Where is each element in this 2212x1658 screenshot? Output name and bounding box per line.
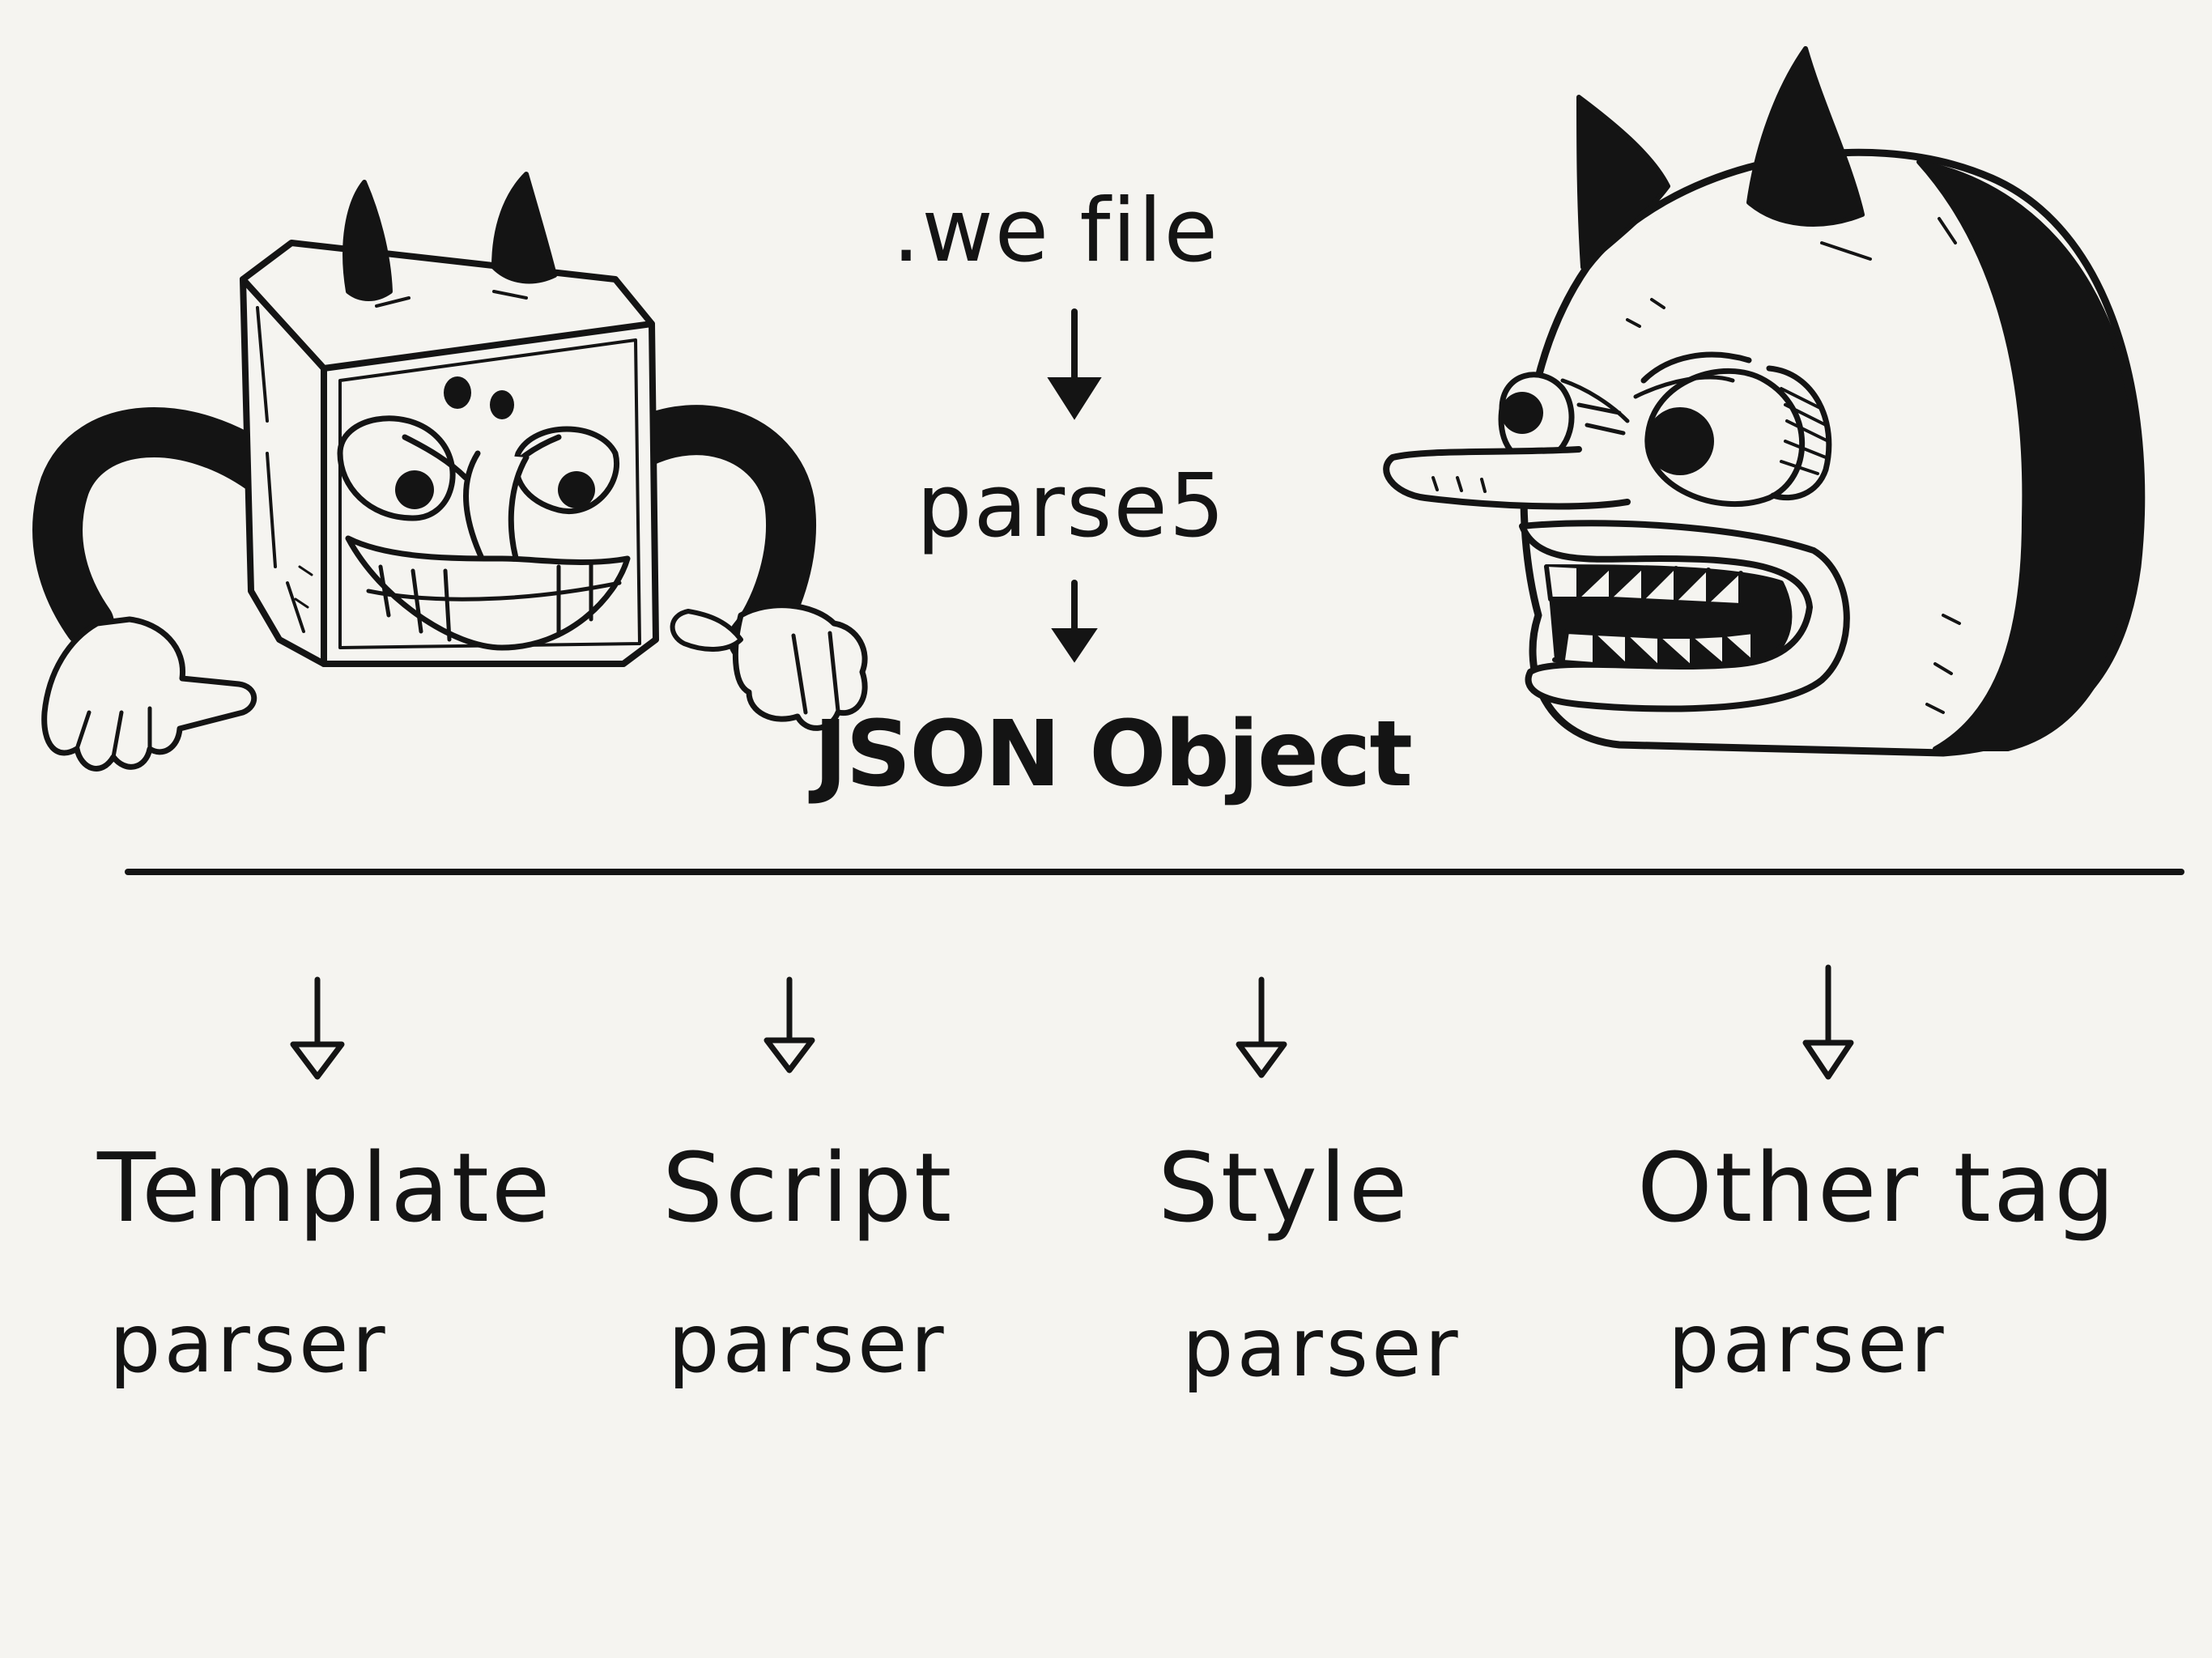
cube-devil-mascot-icon [32,172,868,772]
style-parser-title: Style [1158,1132,1410,1244]
flow-result-label: JSON Object [814,702,1413,807]
style-parser-sub: parser [1182,1300,1461,1395]
arrow-to-script-parser-icon [764,976,815,1073]
arrow-to-other-tag-parser-icon [1802,964,1854,1080]
template-parser-sub: parser [109,1296,389,1391]
script-parser-title: Script [662,1132,955,1244]
arrow-to-template-parser-icon [290,976,345,1080]
flow-arrows [1047,308,1102,663]
template-parser-title: Template [97,1132,553,1244]
other-tag-parser-title: Other tag [1637,1132,2118,1244]
round-devil-mascot-icon [1383,46,2146,757]
parser-arrows [290,964,1854,1080]
flow-source-label: .we file [892,181,1219,282]
arrow-to-style-parser-icon [1236,976,1287,1078]
flow-step-label: parse5 [917,456,1227,557]
script-parser-sub: parser [668,1296,947,1391]
other-tag-parser-sub: parser [1668,1296,1947,1391]
